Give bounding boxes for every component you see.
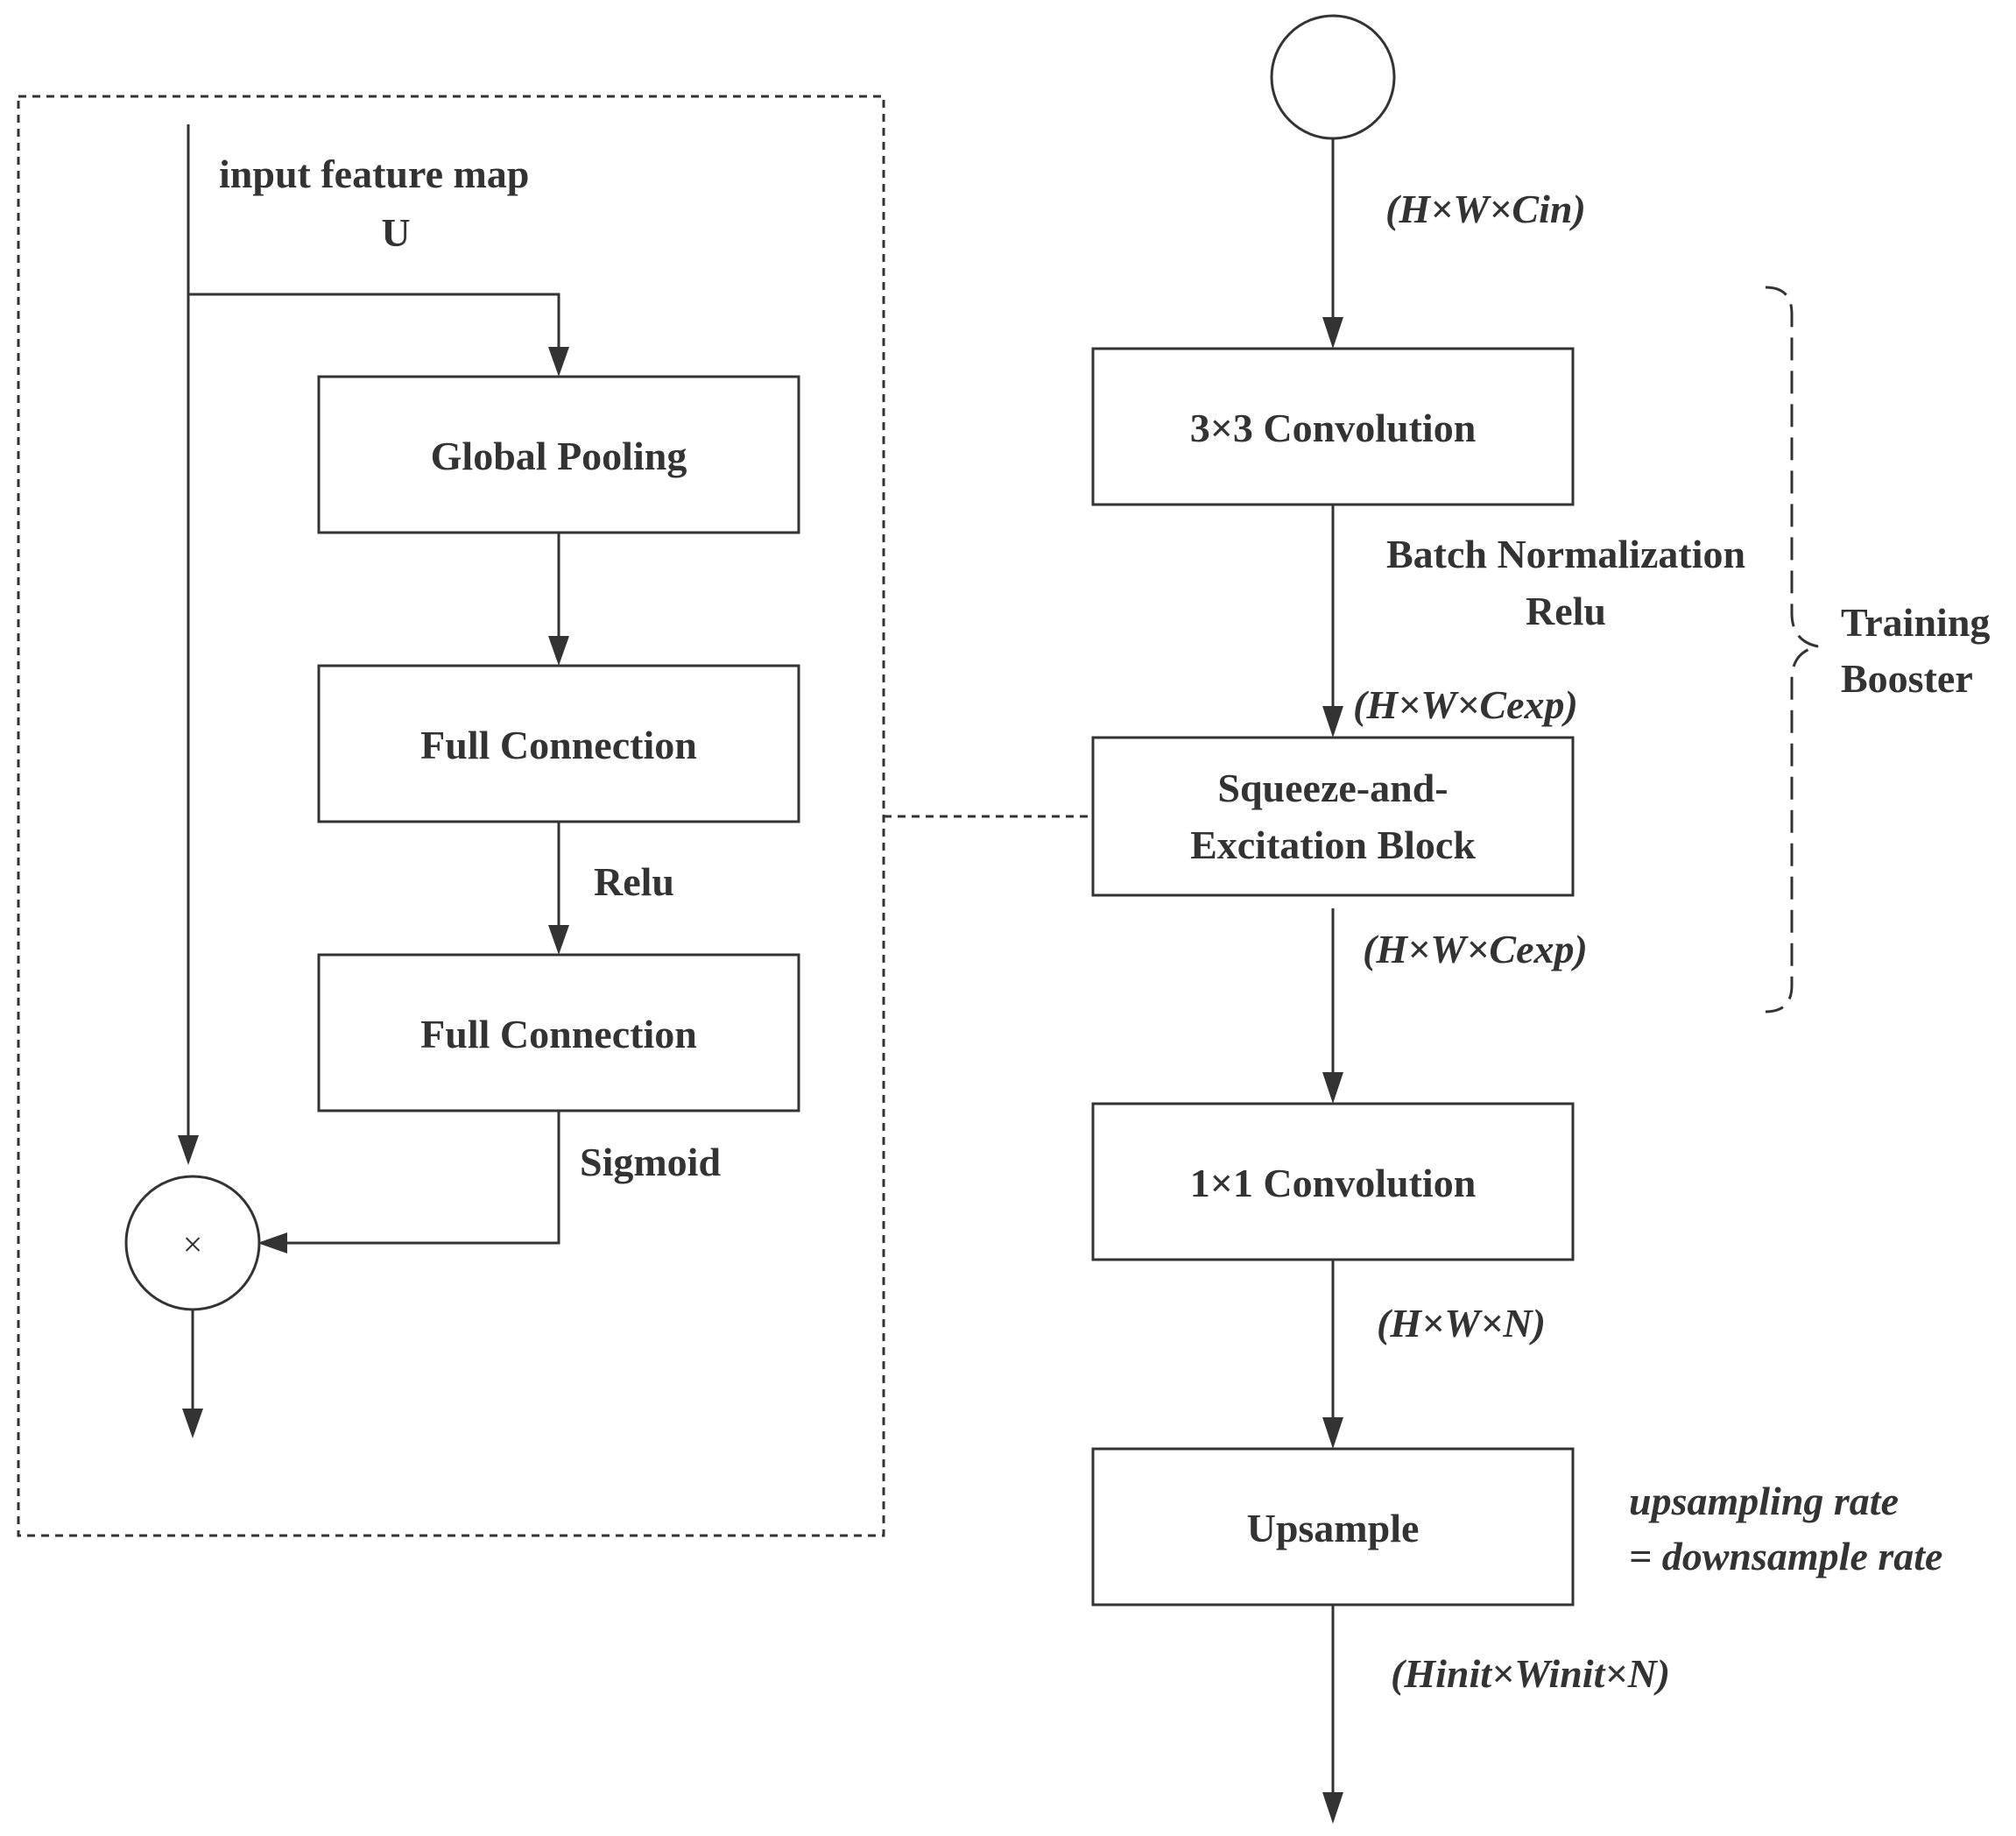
- sigmoid-arrowhead: [257, 1232, 287, 1253]
- se-block-label-line1: Squeeze-and-: [1217, 766, 1448, 810]
- sigmoid-line: [284, 1111, 560, 1245]
- branch-line: [188, 293, 560, 350]
- full-connection-2-box: [317, 953, 800, 1112]
- se-block-box: [1091, 736, 1575, 897]
- full-connection-1-label: Full Connection: [420, 723, 697, 767]
- arrow-conv1-upsample-head: [1322, 1417, 1343, 1449]
- multiply-output-head: [182, 1409, 203, 1438]
- relu-label-right: Relu: [1526, 589, 1606, 633]
- global-pooling-box: [317, 375, 800, 534]
- se-block-label-line2: Excitation Block: [1190, 823, 1476, 867]
- arrow-pool-fc1-head: [548, 636, 569, 666]
- full-connection-1-box: [317, 664, 800, 823]
- sigmoid-label: Sigmoid: [580, 1140, 721, 1184]
- arrow-upsample-output-head: [1322, 1792, 1343, 1824]
- conv3x3-label: 3×3 Convolution: [1190, 406, 1477, 450]
- dim-exp-1-label: (H×W×Cexp): [1353, 682, 1578, 727]
- conv1x1-label: 1×1 Convolution: [1190, 1161, 1477, 1205]
- conv3x3-box: [1091, 347, 1575, 506]
- training-booster-brace: [1765, 286, 1819, 1013]
- training-booster-label-line2: Booster: [1841, 656, 1973, 701]
- dim-init-label: (Hinit×Winit×N): [1391, 1651, 1670, 1696]
- dim-n-label: (H×W×N): [1377, 1301, 1546, 1345]
- branch-arrowhead: [548, 347, 569, 377]
- main-arrowhead: [178, 1135, 199, 1165]
- arrow-input-conv3-head: [1322, 317, 1343, 349]
- global-pooling-label: Global Pooling: [431, 434, 687, 478]
- upsampling-rate-line1: upsampling rate: [1629, 1479, 1899, 1523]
- full-connection-2-label: Full Connection: [420, 1012, 697, 1056]
- arrow-fc1-fc2-head: [548, 925, 569, 955]
- dim-exp-2-label: (H×W×Cexp): [1363, 927, 1588, 971]
- upsampling-rate-line2: = downsample rate: [1629, 1534, 1942, 1578]
- input-symbol-u: U: [381, 210, 410, 255]
- relu-label-left: Relu: [594, 859, 674, 904]
- input-feature-map-label: input feature map: [219, 152, 529, 196]
- arrow-conv3-se-head: [1322, 706, 1343, 738]
- arrow-se-conv1-head: [1322, 1072, 1343, 1104]
- upsample-label: Upsample: [1247, 1506, 1420, 1550]
- training-booster-label-line1: Training: [1841, 600, 1990, 645]
- input-node-circle: [1270, 14, 1396, 140]
- dim-input-label: (H×W×Cin): [1385, 187, 1586, 231]
- multiply-symbol: ×: [183, 1225, 203, 1264]
- batch-norm-label: Batch Normalization: [1386, 532, 1745, 576]
